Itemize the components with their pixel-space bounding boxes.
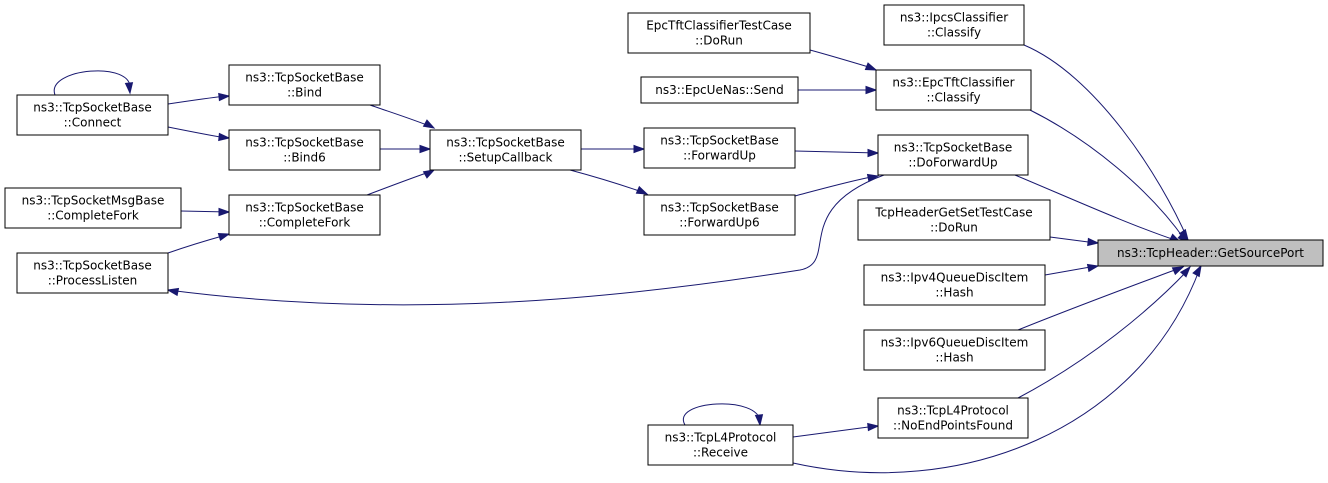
edge-tcpheadertest-to-root [1049, 236, 1100, 247]
node-label: ::Hash [935, 286, 973, 300]
node-label: ns3::TcpSocketMsgBase [22, 194, 165, 208]
node-label: ::Classify [926, 91, 980, 105]
edge-epctftclassify-to-root [1029, 109, 1190, 244]
node-label: ::SetupCallback [459, 151, 553, 165]
edge-ipv6hash-to-root [1017, 266, 1185, 331]
node-tcpl4protocol-noendpointsfound[interactable]: ns3::TcpL4Protocol::NoEndPointsFound [877, 397, 1029, 439]
node-label: ns3::TcpSocketBase [245, 71, 363, 85]
edge-setupcallback-to-forwardup [581, 144, 646, 154]
node-epcuenas-send[interactable]: ns3::EpcUeNas::Send [640, 76, 799, 104]
node-label: ns3::Ipv6QueueDiscItem [881, 336, 1029, 350]
edge-connect-to-bind [167, 92, 231, 105]
node-label: ns3::TcpHeader::GetSourcePort [1117, 246, 1304, 260]
node-tcpheadergetsettestcase-dorun[interactable]: TcpHeaderGetSetTestCase::DoRun [857, 199, 1051, 241]
node-label: ns3::TcpSocketBase [894, 141, 1012, 155]
edge-forwardup-to-doforwardup [794, 148, 880, 158]
node-label: ns3::TcpL4Protocol [665, 431, 777, 445]
node-epctftclassifiertestcase-dorun[interactable]: EpcTftClassifierTestCase::DoRun [627, 12, 811, 54]
edge-connect-to-bind6 [167, 126, 231, 142]
node-label: ns3::IpcsClassifier [900, 11, 1008, 25]
node-label: ::Hash [935, 351, 973, 365]
edge-processlisten-to-completefork [167, 232, 231, 254]
node-label: ::CompleteFork [47, 209, 139, 223]
node-label: ::Bind [287, 86, 322, 100]
node-label: ::DoRun [930, 221, 978, 235]
edge-msgcompletefork-to-completefork [180, 207, 231, 217]
edge-bind6-to-setupcallback [380, 144, 432, 154]
node-label: ::Bind6 [283, 151, 326, 165]
edge-receive-to-noendpoints [792, 422, 880, 438]
node-label: ::ForwardUp6 [679, 216, 759, 230]
node-tcpsocketmsgbase-completefork[interactable]: ns3::TcpSocketMsgBase::CompleteFork [4, 187, 182, 229]
node-label: ns3::TcpSocketBase [660, 134, 778, 148]
node-label: ::Classify [927, 26, 981, 40]
node-label: EpcTftClassifierTestCase [646, 19, 792, 33]
node-epctftclassifier-classify[interactable]: ns3::EpcTftClassifier::Classify [875, 69, 1032, 111]
node-label: ::ProcessListen [48, 274, 138, 288]
node-label: ns3::EpcTftClassifier [892, 76, 1014, 90]
node-label: ::Connect [64, 116, 122, 130]
node-tcpsocketbase-completefork[interactable]: ns3::TcpSocketBase::CompleteFork [228, 194, 381, 236]
node-tcpsocketbase-doforwardup[interactable]: ns3::TcpSocketBase::DoForwardUp [877, 134, 1029, 176]
edge-epctfttest-to-epctftclassify [809, 49, 878, 71]
node-label: ::NoEndPointsFound [893, 419, 1013, 433]
node-ipv4queuediscitem-hash[interactable]: ns3::Ipv4QueueDiscItem::Hash [863, 264, 1046, 306]
node-ipcsclassifier-classify[interactable]: ns3::IpcsClassifier::Classify [883, 4, 1025, 46]
node-tcpl4protocol-receive[interactable]: ns3::TcpL4Protocol::Receive [647, 424, 794, 466]
node-label: ::CompleteFork [259, 216, 351, 230]
edge-completefork-to-setupcallback [366, 169, 436, 196]
node-label: ns3::TcpSocketBase [33, 259, 151, 273]
edge-connect-self-loop [53, 70, 134, 96]
node-label: ns3::TcpL4Protocol [897, 404, 1009, 418]
node-label: ns3::Ipv4QueueDiscItem [881, 271, 1029, 285]
node-tcpsocketbase-setupcallback[interactable]: ns3::TcpSocketBase::SetupCallback [429, 129, 582, 171]
node-label: ::Receive [693, 446, 748, 460]
edge-doforwardup-to-processlisten [166, 174, 885, 306]
edge-receive-to-root [792, 264, 1202, 474]
node-label: ns3::TcpSocketBase [245, 136, 363, 150]
edge-setupcallback-to-forwardup6 [569, 169, 649, 195]
edge-receive-self-loop [682, 403, 764, 427]
node-tcpsocketbase-processlisten[interactable]: ns3::TcpSocketBase::ProcessListen [16, 252, 169, 294]
edge-bind-to-setupcallback [369, 104, 436, 129]
node-tcpsocketbase-bind[interactable]: ns3::TcpSocketBase::Bind [228, 64, 381, 106]
nodes: ns3::TcpHeader::GetSourcePort ns3::IpcsC… [4, 4, 1324, 466]
node-tcpsocketbase-bind6[interactable]: ns3::TcpSocketBase::Bind6 [228, 129, 381, 171]
node-label: ::DoRun [695, 34, 743, 48]
node-tcpheader-getsourceport[interactable]: ns3::TcpHeader::GetSourcePort [1097, 239, 1324, 267]
node-ipv6queuediscitem-hash[interactable]: ns3::Ipv6QueueDiscItem::Hash [863, 329, 1046, 371]
node-label: ns3::EpcUeNas::Send [655, 83, 783, 97]
edge-forwardup6-to-doforwardup [794, 173, 880, 197]
node-label: ns3::TcpSocketBase [660, 201, 778, 215]
node-tcpsocketbase-forwardup6[interactable]: ns3::TcpSocketBase::ForwardUp6 [643, 194, 796, 236]
edge-noendpoints-to-root [1017, 265, 1191, 399]
node-label: ns3::TcpSocketBase [245, 201, 363, 215]
node-label: TcpHeaderGetSetTestCase [874, 206, 1032, 220]
node-tcpsocketbase-forwardup[interactable]: ns3::TcpSocketBase::ForwardUp [643, 127, 796, 169]
node-label: ::ForwardUp [683, 149, 756, 163]
edge-ipv4hash-to-root [1044, 263, 1100, 276]
node-label: ns3::TcpSocketBase [33, 101, 151, 115]
node-label: ::DoForwardUp [908, 156, 997, 170]
node-label: ns3::TcpSocketBase [446, 136, 564, 150]
node-tcpsocketbase-connect[interactable]: ns3::TcpSocketBase::Connect [16, 94, 169, 136]
edge-epcuenas-to-epctftclassify [798, 85, 878, 95]
